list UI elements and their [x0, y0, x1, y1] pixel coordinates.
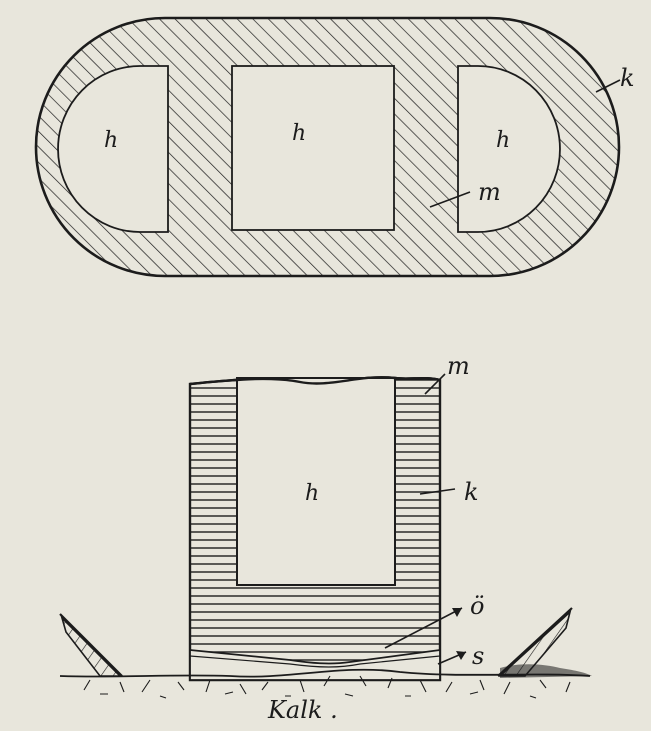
section-label-m: m	[447, 352, 470, 380]
left-slope-edge	[59, 613, 123, 677]
ground-texture	[83, 675, 571, 699]
plan-chamber-right	[457, 65, 561, 233]
plan-chamber-left	[57, 65, 169, 233]
section-label-o: ö	[470, 592, 484, 620]
plan-leader-k	[595, 79, 621, 93]
plan-label-k: k	[620, 64, 635, 92]
section-arrow-o	[452, 608, 462, 617]
ground-label-kalk: Kalk .	[267, 696, 338, 724]
plan-label-m: m	[478, 178, 501, 206]
plan-label-h-center: h	[292, 121, 306, 146]
section-leader-k	[419, 488, 456, 495]
section-label-h: h	[305, 481, 319, 506]
right-ground-mass	[500, 664, 592, 678]
plan-chamber-center	[231, 65, 395, 231]
section-label-s: s	[472, 642, 484, 670]
section-top-edge	[189, 376, 441, 386]
section-base-line	[189, 655, 441, 668]
left-slope	[60, 615, 122, 677]
section-leader-o	[384, 607, 463, 649]
right-slope-edge	[497, 607, 573, 677]
plan-label-h-right: h	[496, 128, 510, 153]
section-view: m h k ö s Kalk .	[59, 352, 592, 724]
ground-line	[59, 668, 591, 678]
section-base-layer	[189, 648, 441, 681]
plan-label-h-left: h	[104, 128, 118, 153]
section-arrow-s	[456, 651, 466, 660]
plan-leader-m	[429, 191, 471, 208]
section-chamber	[236, 377, 396, 586]
plan-view: h h h k m	[34, 16, 635, 278]
section-label-k: k	[464, 478, 479, 506]
section-leader-m	[424, 373, 446, 395]
